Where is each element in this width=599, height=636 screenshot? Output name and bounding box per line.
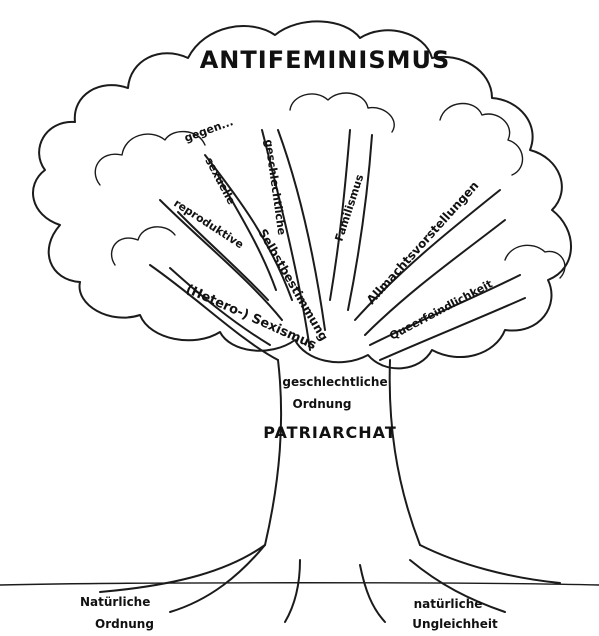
root-left-line1: Natürliche — [80, 595, 150, 609]
label-sexuelle: sexuelle — [202, 155, 238, 206]
label-geschlechtliche: geschlechtliche — [262, 139, 288, 236]
label-gegen: gegen... — [183, 115, 235, 145]
foliage-right-cluster — [440, 104, 523, 175]
label-allmachtsvorstellungen: Allmachtsvorstellungen — [364, 179, 482, 307]
branch-queerfeindlichkeit — [370, 275, 525, 360]
root-right-line1: natürliche — [414, 597, 483, 611]
root-right-line2: Ungleichheit — [412, 617, 498, 631]
foliage-right-lower — [505, 245, 565, 278]
trunk-label-line1: geschlechtliche — [282, 375, 387, 389]
ground-line — [0, 583, 599, 585]
trunk-label-line2: Ordnung — [293, 397, 352, 411]
trunk-label-patriarchat: PATRIARCHAT — [263, 423, 396, 442]
foliage-left-lower — [112, 227, 175, 265]
foliage-top-cluster — [290, 93, 394, 132]
diagram-title: ANTIFEMINISMUS — [200, 46, 451, 74]
root-left-line2: Ordnung — [95, 617, 154, 631]
